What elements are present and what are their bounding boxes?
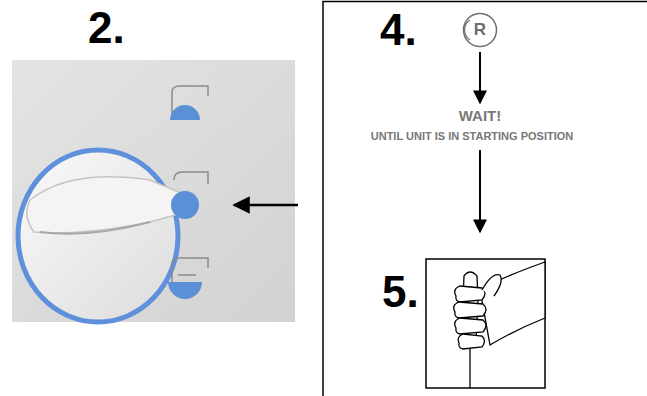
- mode-icon-mark: [178, 274, 196, 276]
- flow-arrow: [479, 150, 481, 232]
- forearm: [480, 262, 545, 345]
- knob-photo: [12, 60, 295, 322]
- finger: [455, 318, 486, 334]
- symbol-letter: R: [462, 12, 498, 48]
- mode-icon-fill: [168, 282, 202, 299]
- instruction-note: UNTIL UNIT IS IN STARTING POSITION: [371, 131, 574, 142]
- hand-illustration: [454, 262, 545, 388]
- finger: [458, 334, 484, 349]
- reset-button-symbol: R: [462, 12, 498, 48]
- pointer-arrow: [234, 204, 298, 207]
- mode-icon-fill: [171, 191, 199, 219]
- step-number: 2.: [88, 6, 125, 50]
- step-number: 4.: [380, 8, 417, 52]
- step-number: 5.: [382, 270, 419, 314]
- finger: [454, 302, 486, 318]
- mode-icon-frame: [172, 258, 208, 282]
- mode-icon-fill: [170, 105, 200, 120]
- hand-illustration-frame: [426, 259, 545, 388]
- knob-dial: [18, 150, 178, 322]
- mode-icon-frame: [174, 172, 208, 184]
- thumb: [482, 275, 501, 296]
- knob-shadow: [40, 222, 150, 234]
- panel-frame: [323, 2, 647, 396]
- flow-arrow: [479, 52, 481, 103]
- finger: [455, 286, 485, 302]
- wait-note: WAIT!: [459, 108, 502, 123]
- knob-pointer: [27, 177, 192, 233]
